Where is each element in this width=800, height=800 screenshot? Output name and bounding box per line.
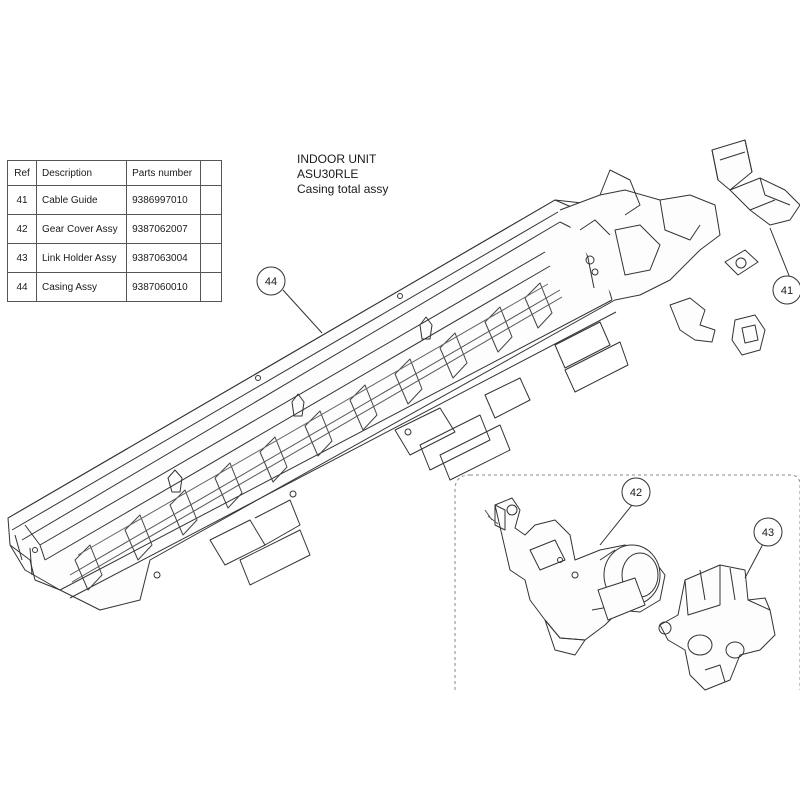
- callout-circle-42: [621, 477, 651, 507]
- callout-circle-44: [256, 266, 286, 296]
- row-part-number: 9387062007: [126, 214, 201, 244]
- cable-guide-drawing: [711, 139, 800, 276]
- title-assembly: Casing total assy: [297, 182, 389, 196]
- table-row: 43 Link Holder Assy 9387063004: [7, 243, 222, 273]
- row-ref: 44: [7, 272, 37, 302]
- callout-44: 44: [265, 276, 277, 288]
- header-ref: Ref: [7, 160, 37, 186]
- callout-circle-41: [772, 275, 800, 305]
- table-row: 41 Cable Guide 9386997010: [7, 185, 222, 215]
- leader-42: [599, 504, 633, 546]
- row-description: Cable Guide: [35, 185, 128, 215]
- row-ref: 42: [7, 214, 37, 244]
- title-unit: INDOOR UNIT: [297, 152, 377, 166]
- leader-44: [282, 289, 323, 334]
- leader-41: [769, 227, 791, 279]
- link-holder-assy-drawing: [658, 564, 776, 691]
- parts-table: Ref Description Parts number 41 Cable Gu…: [7, 160, 222, 302]
- table-row: 44 Casing Assy 9387060010: [7, 272, 222, 302]
- callout-circle-43: [753, 517, 783, 547]
- casing-assy-drawing: [7, 199, 629, 611]
- row-description: Link Holder Assy: [35, 243, 128, 273]
- row-part-number: 9387060010: [126, 272, 201, 302]
- callout-43: 43: [762, 527, 774, 539]
- callout-42: 42: [630, 487, 642, 499]
- gear-cover-assy-drawing: [484, 497, 666, 656]
- drain-pan-end-drawing: [559, 169, 721, 301]
- callout-41: 41: [781, 285, 793, 297]
- leader-43: [744, 543, 764, 579]
- row-ref: 43: [7, 243, 37, 273]
- row-part-number: 9386997010: [126, 185, 201, 215]
- row-description: Casing Assy: [35, 272, 128, 302]
- diagram-title-block: INDOOR UNIT ASU30RLE Casing total assy: [297, 152, 388, 197]
- title-model: ASU30RLE: [297, 167, 359, 181]
- table-row: 42 Gear Cover Assy 9387062007: [7, 214, 222, 244]
- row-blank: [200, 272, 222, 302]
- connector-parts-drawing: [669, 297, 766, 356]
